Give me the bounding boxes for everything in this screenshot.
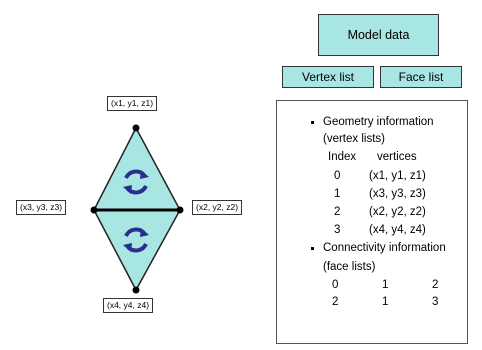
face-row-cell: 3 bbox=[432, 296, 439, 308]
upper-face bbox=[92, 126, 182, 211]
vertex-top bbox=[132, 124, 140, 132]
geometry-heading: Geometry information bbox=[323, 116, 434, 128]
face-row-cell: 2 bbox=[432, 279, 439, 291]
vertex-bottom bbox=[132, 286, 140, 294]
bullet-connectivity bbox=[311, 247, 314, 250]
vertex-list-box: Vertex list bbox=[282, 66, 374, 88]
info-panel: Geometry information (vertex lists) Inde… bbox=[276, 100, 468, 344]
vertex-row-coords: (x1, y1, z1) bbox=[369, 170, 426, 182]
face-row-cell: 2 bbox=[332, 296, 339, 308]
index-header: Index bbox=[328, 151, 357, 163]
face-list-box: Face list bbox=[380, 66, 462, 88]
vertex-label-right: (x2, y2, z2) bbox=[192, 200, 243, 215]
vertex-row-index: 2 bbox=[334, 206, 341, 218]
bullet-geometry bbox=[311, 121, 314, 124]
vertex-label-bottom: (x4, y4, z4) bbox=[103, 298, 154, 313]
vertex-row-index: 0 bbox=[334, 170, 341, 182]
face-row-cell: 1 bbox=[382, 296, 389, 308]
vertex-row-coords: (x4, y4, z4) bbox=[369, 224, 426, 236]
vertex-label-left: (x3, y3, z3) bbox=[16, 200, 67, 215]
vertex-left bbox=[90, 206, 98, 214]
vertex-row-coords: (x3, y3, z3) bbox=[369, 188, 426, 200]
connectivity-heading: Connectivity information bbox=[323, 242, 446, 254]
vertex-row-coords: (x2, y2, z2) bbox=[369, 206, 426, 218]
vertices-header: vertices bbox=[377, 151, 417, 163]
vertex-right bbox=[176, 206, 184, 214]
vertex-row-index: 3 bbox=[334, 224, 341, 236]
rotation-arrows-icon bbox=[123, 169, 149, 195]
rotation-arrows-icon bbox=[123, 227, 149, 253]
connectivity-subheading: (face lists) bbox=[323, 261, 376, 273]
vertex-label-top: (x1, y1, z1) bbox=[107, 96, 158, 111]
vertex-row-index: 1 bbox=[334, 188, 341, 200]
face-row-cell: 1 bbox=[382, 279, 389, 291]
face-row-cell: 0 bbox=[332, 279, 339, 291]
model-data-box: Model data bbox=[318, 14, 439, 56]
geometry-subheading: (vertex lists) bbox=[323, 133, 385, 145]
